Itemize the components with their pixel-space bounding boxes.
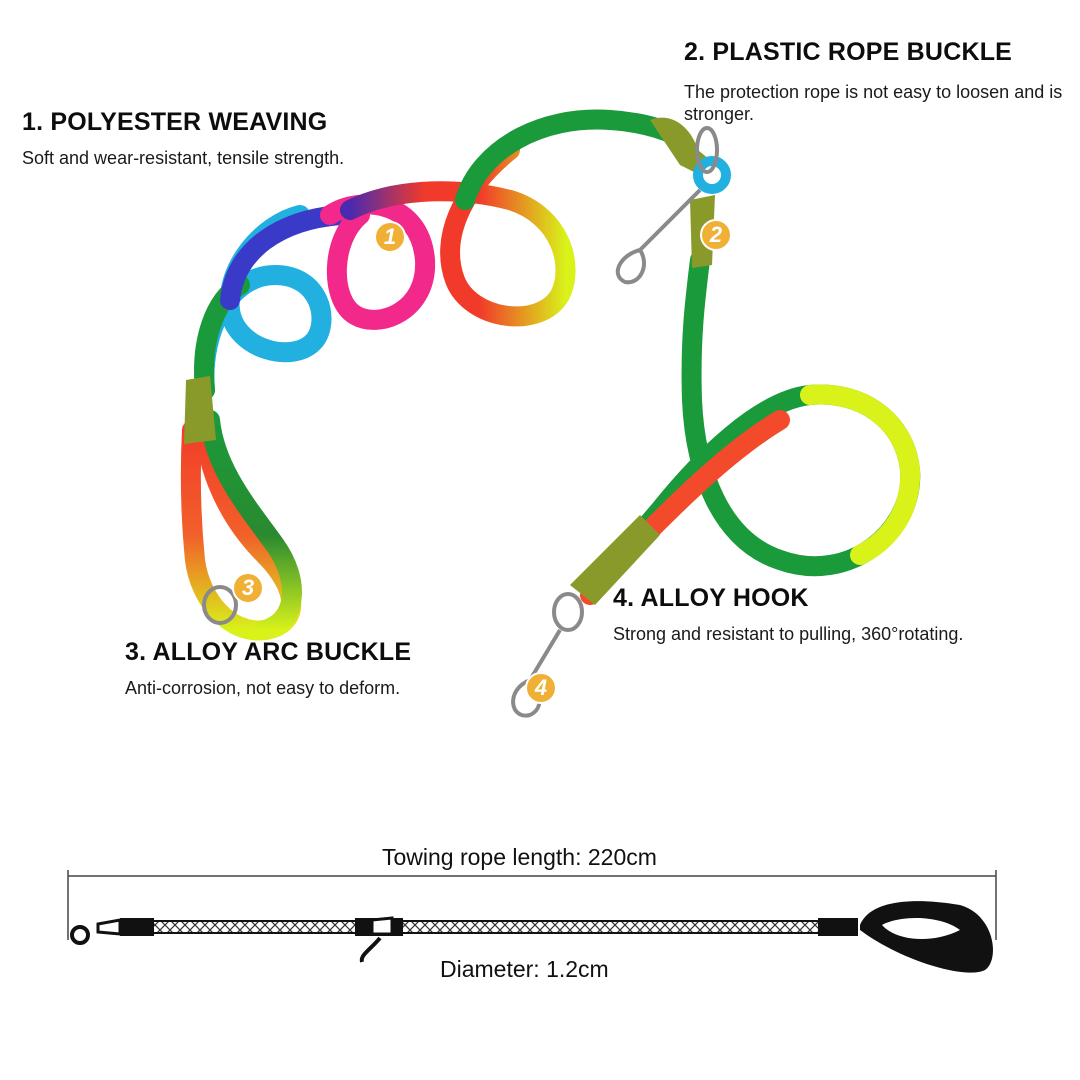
feature-description: Strong and resistant to pulling, 360°rot… [613, 624, 964, 644]
rope-length-label: Towing rope length: 220cm [382, 844, 657, 870]
feature-description: The protection rope is not easy to loose… [684, 82, 1063, 124]
metal-hardware [202, 126, 719, 718]
badge-4: 4 [525, 672, 557, 704]
feature-description: Anti-corrosion, not easy to deform. [125, 678, 401, 698]
feature-title: 4. ALLOY HOOK [613, 584, 809, 612]
feature-title: 3. ALLOY ARC BUCKLE [125, 638, 412, 666]
feature-alloy-arc-buckle: 3. ALLOY ARC BUCKLE Anti-corrosion, not … [125, 638, 411, 699]
feature-plastic-rope-buckle: 2. PLASTIC ROPE BUCKLE The protection ro… [684, 38, 1080, 125]
feature-title: 1. POLYESTER WEAVING [22, 108, 328, 136]
badge-1: 1 [374, 221, 406, 253]
badge-3: 3 [232, 572, 264, 604]
rope-diameter-label: Diameter: 1.2cm [440, 956, 609, 982]
badge-2: 2 [700, 219, 732, 251]
feature-alloy-hook: 4. ALLOY HOOK Strong and resistant to pu… [613, 584, 963, 645]
rope [180, 109, 921, 641]
feature-title: 2. PLASTIC ROPE BUCKLE [684, 38, 1013, 66]
feature-description: Soft and wear-resistant, tensile strengt… [22, 148, 345, 168]
feature-polyester-weaving: 1. POLYESTER WEAVING Soft and wear-resis… [22, 108, 344, 169]
dimension-diagram [67, 870, 997, 973]
